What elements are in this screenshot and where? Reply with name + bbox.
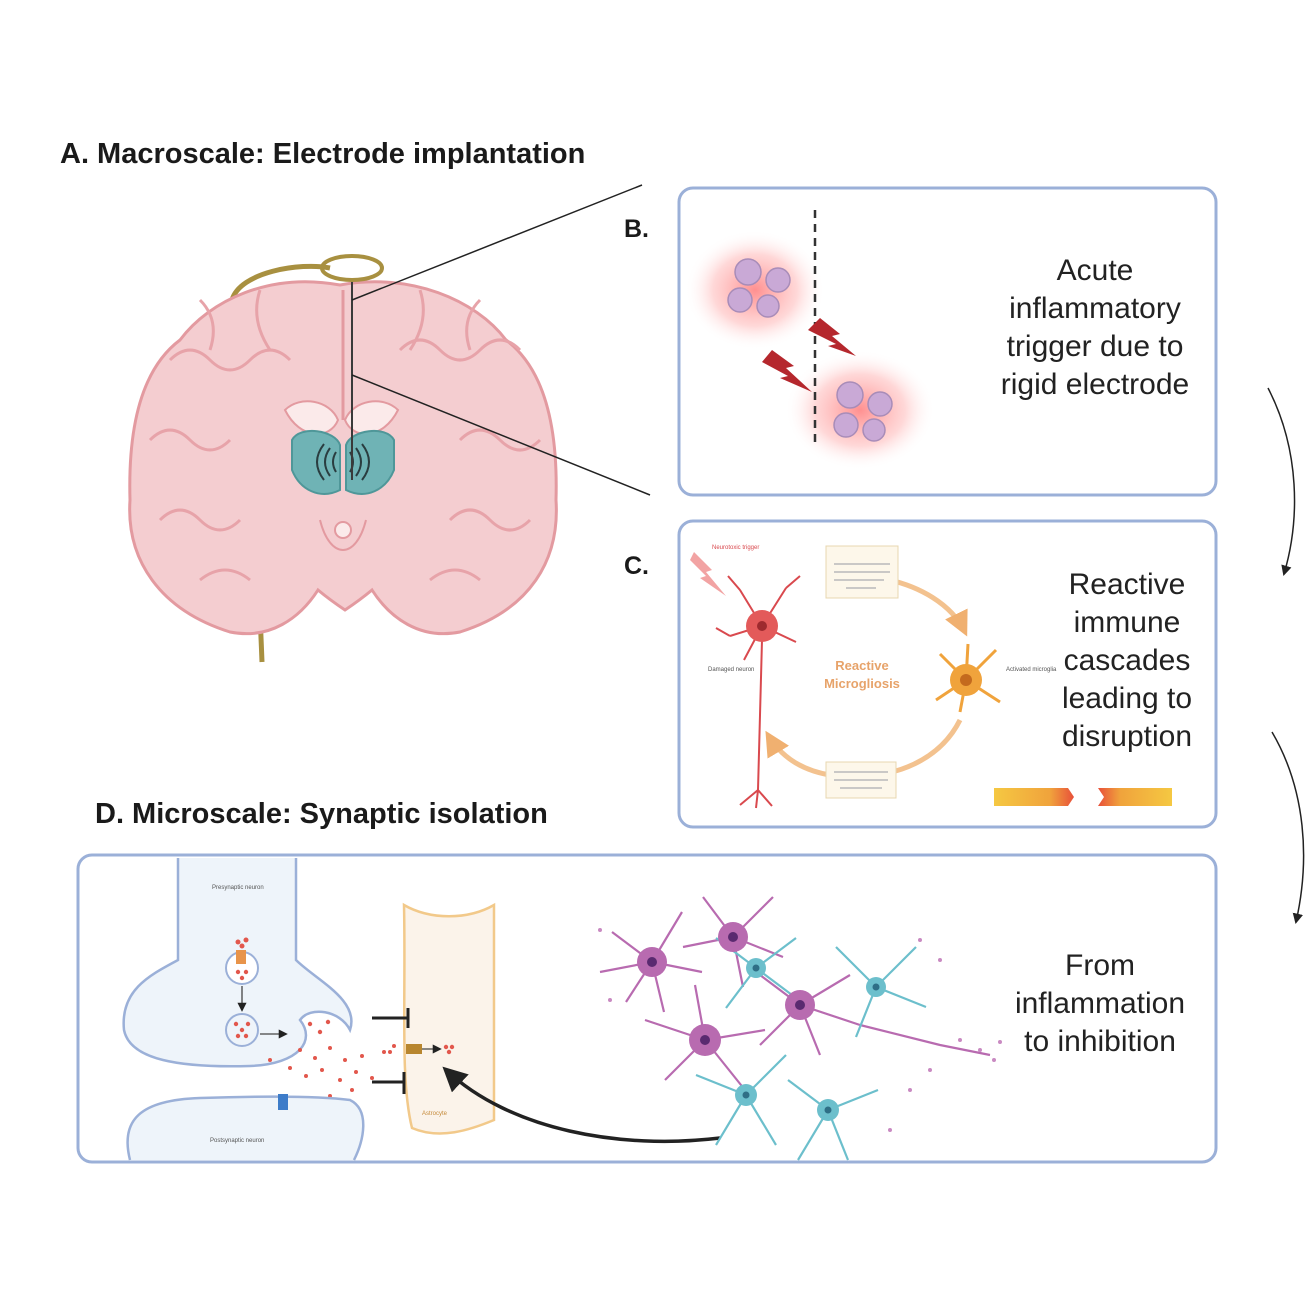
feedback-arrow (442, 1066, 721, 1144)
activated-microglia-label: Activated microglia (1006, 667, 1057, 673)
damaged-neuron-label: Damaged neuron (708, 667, 755, 673)
flow-arrow-c-to-d (1271, 731, 1305, 925)
panel-d-caption: From inflammation to inhibition (1014, 949, 1186, 1058)
brain-illustration (128, 254, 558, 663)
flow-arrow-b-to-c (1267, 387, 1296, 577)
broken-electrode-right (1098, 788, 1172, 806)
postsynaptic-terminal (126, 1095, 365, 1161)
transporter-icon (406, 1044, 422, 1054)
neurotoxic-trigger-label: Neurotoxic trigger (712, 545, 760, 551)
panel-b-letter: B. (624, 215, 649, 243)
bolt-icon (808, 318, 856, 356)
lightning-icon (690, 552, 726, 596)
receptor-icon (278, 1094, 288, 1110)
broken-electrode-left (994, 788, 1074, 806)
synapse-illustration (122, 858, 721, 1161)
bolt-icon (762, 350, 812, 392)
cycle-arrow (765, 730, 831, 778)
zoom-line-top (351, 184, 643, 301)
reactive-microgliosis-label: Reactive Microgliosis (824, 658, 900, 691)
panel-d-frame (76, 853, 1218, 1164)
inhibition-icon (372, 1008, 410, 1094)
panel-c-illustration (690, 545, 1172, 809)
damaged-neuron (715, 575, 801, 809)
electrode-ring (320, 254, 384, 282)
panel-c-caption: Reactive immune cascades leading to disr… (1061, 568, 1193, 753)
panel-c-frame (677, 519, 1218, 829)
panel-d-title: D. Microscale: Synaptic isolation (95, 798, 548, 830)
panel-b-caption: Acute inflammatory trigger due to rigid … (1000, 254, 1190, 401)
panel-a-title: A. Macroscale: Electrode implantation (60, 138, 586, 170)
panel-c-letter: C. (624, 552, 649, 580)
glial-cluster (598, 896, 1002, 1161)
panel-b-illustration (685, 210, 935, 470)
astrocyte-label: Astrocyte (422, 1111, 448, 1117)
thalamus (291, 429, 395, 495)
microglia-processes (599, 896, 991, 1091)
presynaptic-label: Presynaptic neuron (212, 885, 264, 891)
immune-cells (727, 258, 893, 442)
astrocyte-process (402, 902, 496, 1135)
postsynaptic-label: Postsynaptic neuron (210, 1138, 265, 1144)
zoom-line-bottom (351, 374, 651, 496)
neurotransmitter-cloud (268, 1019, 386, 1098)
astrocyte-processes (695, 937, 927, 1161)
activated-microglia (935, 643, 1001, 713)
